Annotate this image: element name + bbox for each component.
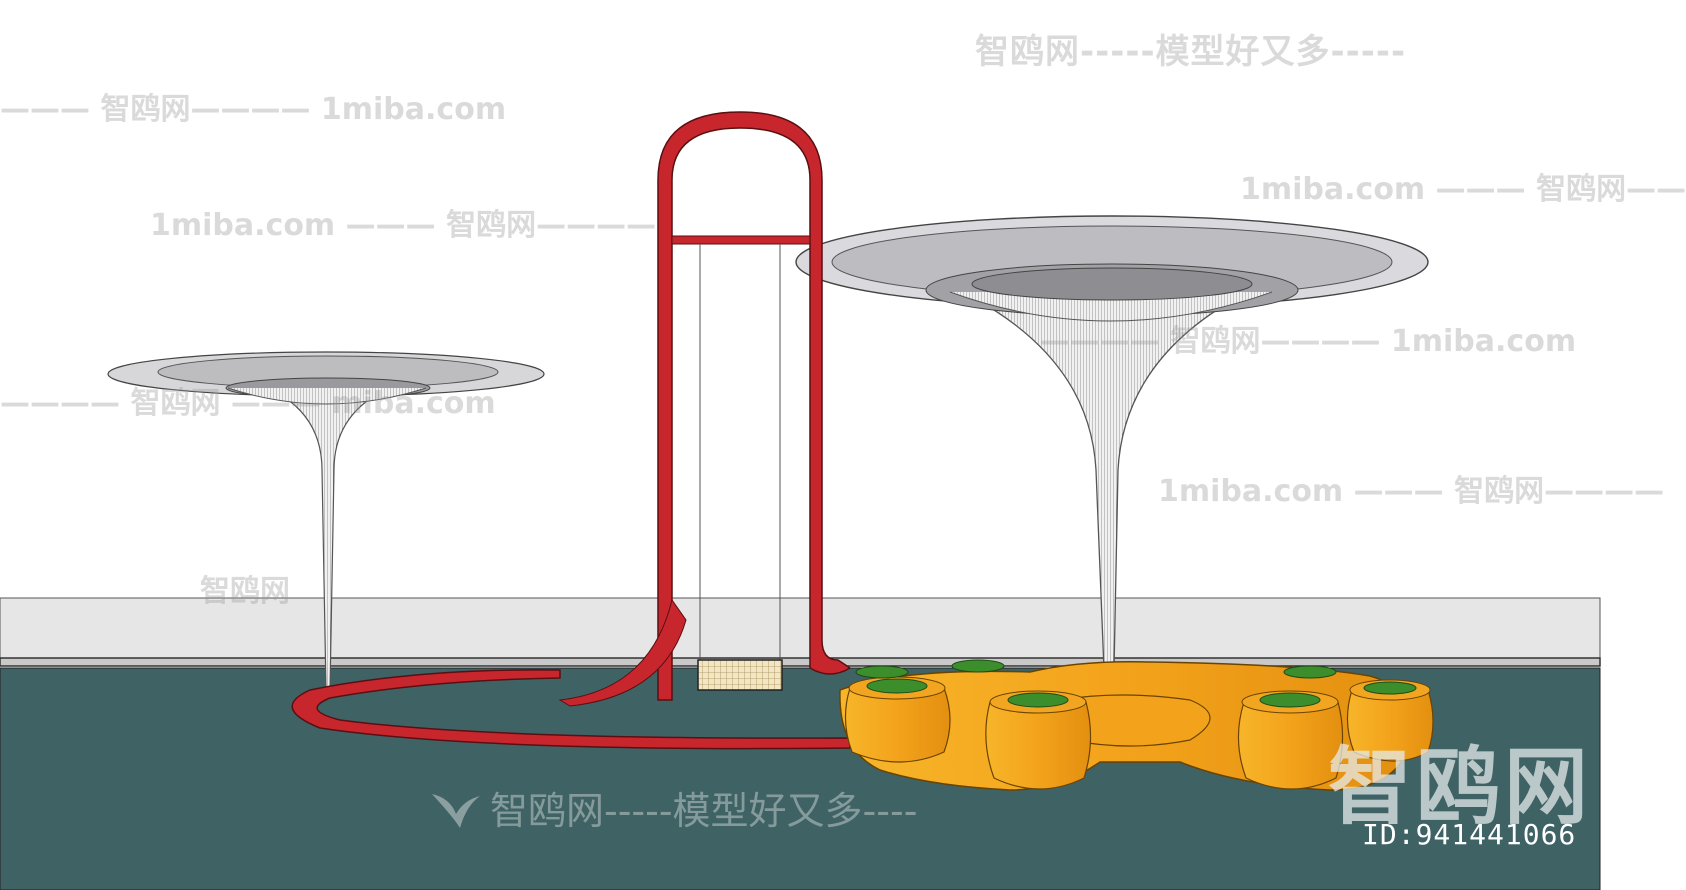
watermark-right-top: 1miba.com ——— 智鸥网—— [1240, 172, 1686, 207]
bird-logo-icon [432, 794, 480, 828]
swing-seat [697, 659, 783, 691]
watermark-bottom-center: 智鸥网-----模型好又多---- [490, 789, 918, 833]
model-id-label: ID:941441066 [1362, 818, 1577, 851]
playground-scene [0, 0, 1601, 890]
arch-swing-frame [558, 111, 852, 707]
swing-crossbar [671, 235, 811, 245]
orange-seating-platform [839, 659, 1434, 791]
watermark-left-bottom: 智鸥网 [200, 574, 290, 609]
watermark-left-mid: 1miba.com ——— 智鸥网———— [150, 208, 657, 243]
stool-top-back-1 [855, 665, 909, 679]
stool-1 [844, 676, 951, 763]
left-canopy-tree [107, 351, 545, 691]
stool-top-back-2 [951, 659, 1005, 673]
watermark-right-low: 1miba.com ——— 智鸥网———— [1158, 474, 1665, 509]
watermark-top-right: 智鸥网-----模型好又多----- [975, 32, 1407, 72]
watermark-right-mid: ———— 智鸥网———— 1miba.com [1040, 324, 1577, 359]
right-canopy-tree [795, 215, 1429, 671]
watermark-left-low: ———— 智鸥网 ——— miba.com [0, 386, 496, 421]
stool-4 [1346, 679, 1434, 762]
watermark-top-left: ——— 智鸥网———— 1miba.com [0, 92, 507, 127]
stool-3 [1237, 690, 1344, 790]
stool-top-back-3 [1283, 665, 1337, 679]
wall-rail [0, 657, 1601, 667]
stool-2 [985, 690, 1092, 790]
corner-brand-logo: 智鸥网 [1328, 738, 1593, 836]
back-wall [0, 597, 1601, 659]
sky-background [0, 0, 1600, 598]
